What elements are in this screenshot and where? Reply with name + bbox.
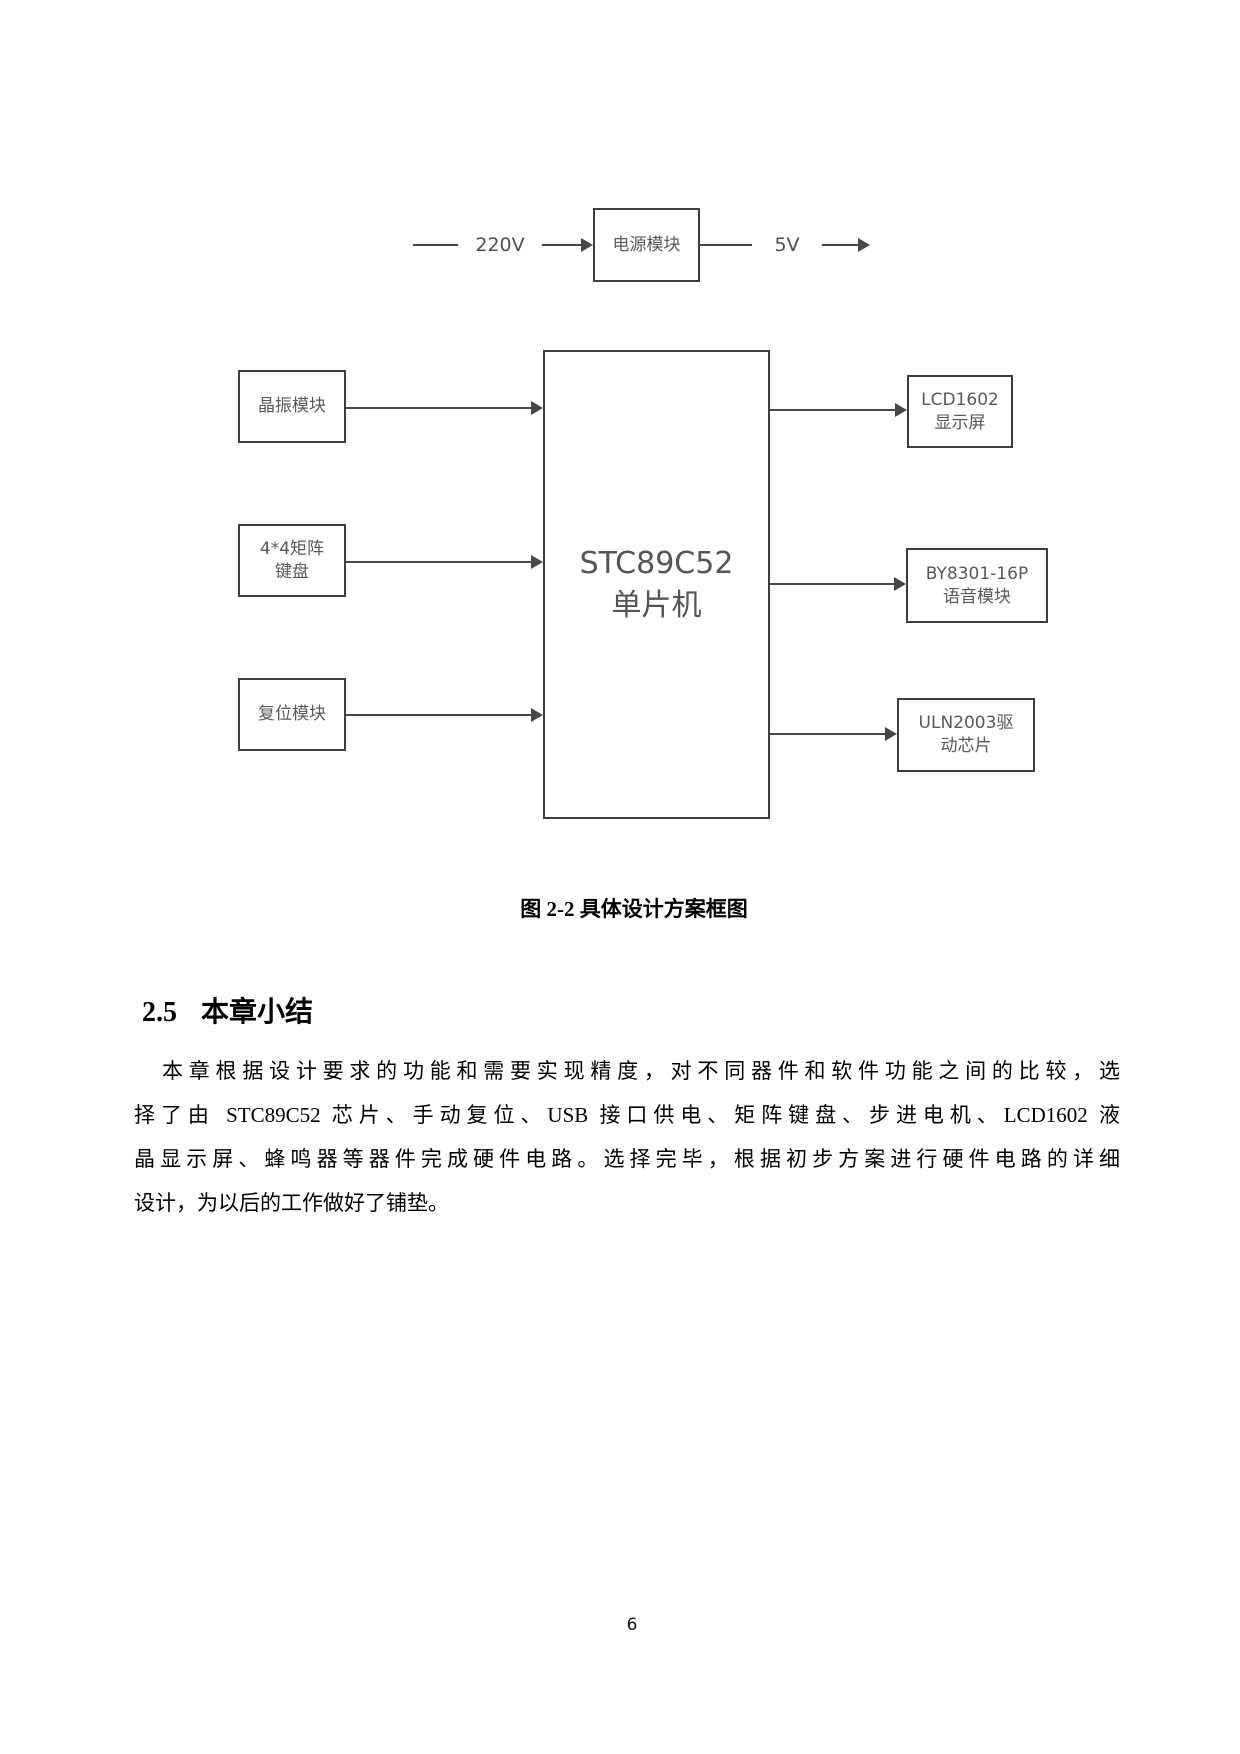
lcd-display-box: LCD1602 显示屏: [907, 375, 1013, 448]
section-title: 本章小结: [201, 996, 314, 1027]
arrowhead-right-icon: [531, 401, 543, 415]
crystal-module-box: 晶振模块: [238, 370, 346, 443]
mcu-label-line2: 单片机: [611, 587, 702, 623]
arrowhead-right-icon: [531, 555, 543, 569]
reset-module-label: 复位模块: [258, 704, 326, 725]
wire-keyboard-to-mcu: [346, 561, 533, 563]
matrix-keyboard-label-line1: 4*4矩阵: [259, 538, 325, 559]
arrowhead-right-icon: [885, 727, 897, 741]
wire-reset-to-mcu: [346, 714, 533, 716]
voice-module-box: BY8301-16P 语音模块: [906, 548, 1048, 623]
uln-label-line1: ULN2003驱: [918, 713, 1014, 734]
voice-label-line2: 语音模块: [943, 586, 1011, 607]
lcd-label-line2: 显示屏: [934, 412, 986, 433]
section-number: 2.5: [142, 997, 177, 1028]
wire-mcu-to-lcd: [770, 409, 897, 411]
summary-paragraph: 本章根据设计要求的功能和需要实现精度，对不同器件和软件功能之间的比较，选 择了由…: [134, 1049, 1120, 1225]
crystal-module-label: 晶振模块: [258, 396, 326, 417]
section-heading: 2.5 本章小结: [142, 990, 313, 1030]
paragraph-line: 本章根据设计要求的功能和需要实现精度，对不同器件和软件功能之间的比较，选: [162, 1059, 1120, 1083]
paragraph-line: 设计，为以后的工作做好了铺垫。: [134, 1191, 449, 1215]
arrowhead-right-icon: [531, 708, 543, 722]
matrix-keyboard-label-line2: 键盘: [275, 561, 309, 582]
paragraph-line: 晶显示屏、蜂鸣器等器件完成硬件电路。选择完毕，根据初步方案进行硬件电路的详细: [134, 1147, 1120, 1171]
power-module-box: 电源模块: [593, 208, 700, 282]
figure-caption: 图 2-2 具体设计方案框图: [520, 897, 748, 921]
paragraph-line: 择了由 STC89C52 芯片、手动复位、USB 接口供电、矩阵键盘、步进电机、…: [134, 1103, 1120, 1127]
page-number: 6: [626, 1615, 638, 1635]
uln-driver-box: ULN2003驱 动芯片: [897, 698, 1035, 772]
mcu-box: STC89C52 单片机: [543, 350, 770, 819]
wire-label-220v: 220V: [458, 232, 542, 258]
arrowhead-right-icon: [895, 403, 907, 417]
mcu-label-line1: STC89C52: [579, 545, 734, 581]
arrowhead-right-icon: [858, 238, 870, 252]
uln-label-line2: 动芯片: [940, 736, 992, 756]
wire-crystal-to-mcu: [346, 407, 533, 409]
wire-mcu-to-voice: [770, 583, 896, 585]
arrowhead-right-icon: [894, 577, 906, 591]
power-module-label: 电源模块: [612, 234, 681, 255]
voice-label-line1: BY8301-16P: [925, 563, 1029, 584]
matrix-keyboard-box: 4*4矩阵 键盘: [238, 524, 346, 597]
wire-label-5v: 5V: [752, 232, 822, 258]
reset-module-box: 复位模块: [238, 678, 346, 751]
arrowhead-right-icon: [581, 238, 593, 252]
wire-mcu-to-uln: [770, 733, 887, 735]
lcd-label-line1: LCD1602: [921, 389, 999, 410]
